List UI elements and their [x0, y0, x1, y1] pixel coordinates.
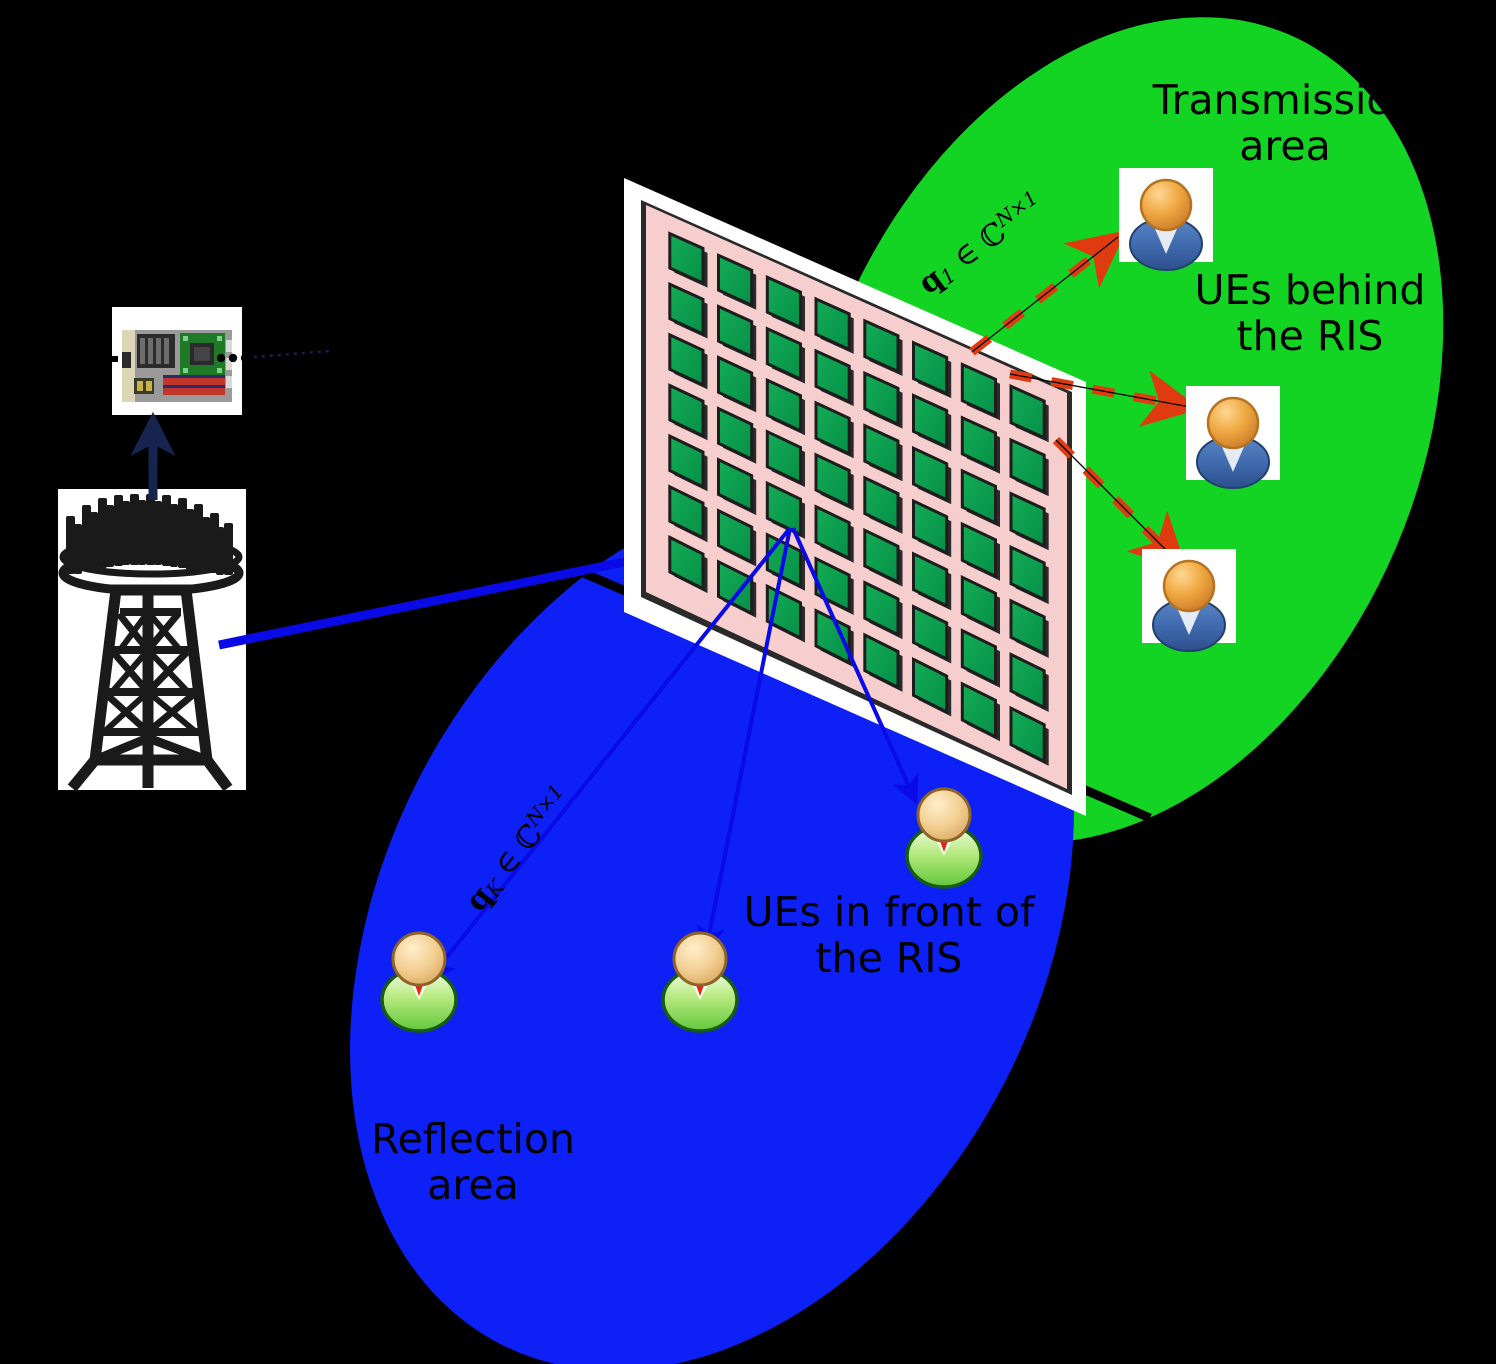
ris-element [912, 498, 949, 556]
ris-element [863, 423, 900, 480]
ris-element [1009, 544, 1046, 602]
ris-element [863, 580, 900, 638]
controller-ellipsis [216, 349, 331, 363]
ris-element [912, 604, 949, 662]
ris-panel [624, 178, 1086, 816]
ris-element [717, 304, 754, 359]
ris-element [960, 681, 997, 740]
ris-element [668, 332, 705, 388]
ris-element [765, 480, 802, 537]
ris-element [814, 504, 851, 561]
ue-behind-3 [1142, 549, 1236, 652]
ris-element [717, 559, 754, 616]
ue-front-3 [905, 787, 983, 889]
ris-element [814, 348, 851, 404]
ris-element [912, 551, 949, 609]
ris-element [960, 362, 997, 419]
ris-element [912, 393, 949, 450]
ris-element [1009, 705, 1046, 764]
ris-element [765, 326, 802, 382]
ris-element [765, 429, 802, 485]
ris-element [668, 281, 705, 337]
ris-element-grid [668, 231, 1049, 766]
ris-element [717, 406, 754, 462]
reflection-link-2 [696, 527, 792, 955]
ris-element [814, 400, 851, 457]
ris-element [1009, 437, 1046, 495]
reflection-link-1 [427, 526, 792, 982]
ris-element [863, 527, 900, 585]
ris-element [912, 340, 949, 396]
ris-element [814, 452, 851, 509]
ris-element [960, 628, 997, 686]
ris-element [668, 433, 705, 490]
ris-element [717, 457, 754, 514]
ris-element [668, 534, 705, 592]
ris-element [1009, 383, 1046, 441]
ue-front-2 [661, 931, 739, 1033]
ris-element [717, 508, 754, 565]
ris-element [814, 296, 851, 352]
ris-element [717, 355, 754, 411]
reflection-links [427, 526, 919, 982]
ue-front-1 [380, 931, 458, 1033]
ris-element [863, 475, 900, 532]
ris-element [912, 445, 949, 503]
transmission-links [969, 230, 1201, 572]
ris-element [668, 383, 705, 439]
ris-element [668, 484, 705, 541]
reflection-link-3 [791, 527, 919, 805]
ris-element [960, 415, 997, 472]
ris-element [765, 274, 802, 330]
ris-element [1009, 598, 1046, 656]
ris-element [960, 574, 997, 633]
ris-element [863, 318, 900, 374]
ris-element [1009, 491, 1046, 549]
ris-element [668, 231, 705, 286]
ue-behind-2 [1186, 386, 1280, 489]
ris-element [717, 253, 754, 308]
ris-element [863, 370, 900, 427]
ris-element [960, 468, 997, 526]
ris-element [863, 632, 900, 690]
base-station-tower [58, 489, 246, 792]
ris-element [765, 377, 802, 434]
ris-element [1009, 652, 1046, 710]
ris-element [912, 656, 949, 715]
ue-behind-1 [1119, 168, 1213, 271]
ris-element [814, 608, 851, 666]
ris-element [960, 521, 997, 579]
